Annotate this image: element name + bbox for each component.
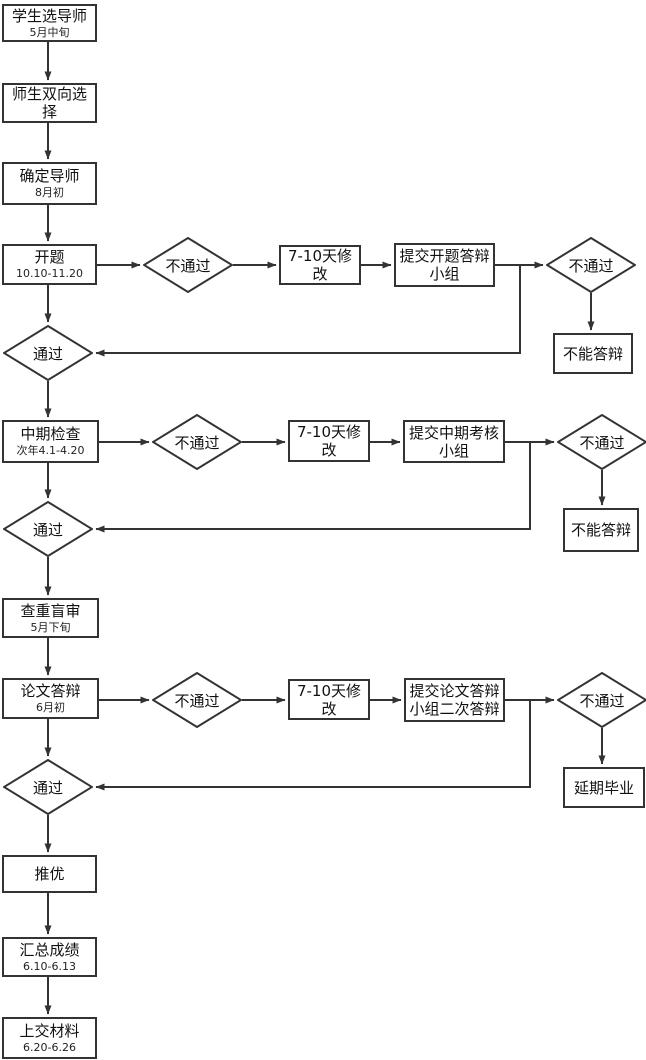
step-thesis-defense: 论文答辩 6月初 [2,678,99,719]
step-midterm-no-defense: 不能答辩 [563,508,639,552]
step-date: 6.20-6.26 [23,1040,76,1054]
step-confirm-advisor: 确定导师 8月初 [2,162,97,205]
step-date: 5月下旬 [30,620,71,634]
step-label: 7-10天修改 [287,247,353,283]
decision-label: 不通过 [165,256,211,275]
decision-proposal-pass: 通过 [3,325,93,381]
step-recommend-excellent: 推优 [2,855,97,893]
step-label: 汇总成绩 [19,940,80,959]
decision-proposal-group-not-pass: 不通过 [546,237,636,293]
step-label: 师生双向选择 [11,85,87,121]
step-label: 7-10天修改 [296,423,362,459]
step-summary-grades: 汇总成绩 6.10-6.13 [2,937,97,977]
step-label: 开题 [34,248,65,267]
diamond-shape [3,759,93,815]
step-midterm-revise: 7-10天修改 [288,420,370,462]
step-date: 6月初 [36,701,65,715]
step-label: 学生选导师 [11,6,87,25]
step-mutual-selection: 师生双向选择 [2,83,97,123]
step-label: 中期检查 [20,425,81,444]
step-date: 次年4.1-4.20 [16,444,85,458]
step-label: 确定导师 [19,167,80,186]
diamond-shape [3,501,93,557]
diamond-shape [3,325,93,381]
step-proposal-defense-group: 提交开题答辩小组 [394,243,495,287]
step-label: 7-10天修改 [296,681,362,718]
decision-defense-group-not-pass: 不通过 [557,672,646,728]
diamond-shape [557,414,646,470]
decision-label: 不通过 [579,433,625,452]
step-date: 10.10-11.20 [16,267,83,281]
step-date: 6.10-6.13 [23,959,76,973]
step-proposal-revise: 7-10天修改 [279,245,361,285]
decision-label: 通过 [32,778,63,797]
step-label: 提交中期考核小组 [408,423,499,460]
decision-defense-pass: 通过 [3,759,93,815]
decision-proposal-not-pass: 不通过 [143,237,233,293]
step-midterm-assessment-group: 提交中期考核小组 [403,420,505,463]
step-delayed-graduation: 延期毕业 [563,767,645,808]
decision-label: 不通过 [174,691,220,710]
decision-midterm-not-pass: 不通过 [152,414,242,470]
step-label: 不能答辩 [570,521,631,539]
decision-label: 不通过 [579,691,625,710]
decision-label: 不通过 [568,256,614,275]
step-label: 延期毕业 [573,778,634,797]
step-submit-materials: 上交材料 6.20-6.26 [2,1017,97,1059]
decision-label: 通过 [32,344,63,363]
step-label: 论文答辩 [20,682,81,701]
step-select-advisor: 学生选导师 5月中旬 [2,4,97,42]
step-plagiarism-blind-review: 查重盲审 5月下旬 [2,598,99,638]
diamond-shape [546,237,636,293]
step-label: 推优 [34,865,65,883]
decision-midterm-group-not-pass: 不通过 [557,414,646,470]
decision-label: 通过 [32,520,63,539]
decision-defense-not-pass: 不通过 [152,672,242,728]
diamond-shape [557,672,646,728]
decision-label: 不通过 [174,433,220,452]
step-midterm-check: 中期检查 次年4.1-4.20 [2,420,99,463]
step-label: 查重盲审 [20,601,81,620]
step-label: 提交开题答辩小组 [399,247,490,283]
step-label: 不能答辩 [562,344,623,363]
step-proposal-no-defense: 不能答辩 [553,333,633,374]
step-proposal: 开题 10.10-11.20 [2,244,97,285]
decision-midterm-pass: 通过 [3,501,93,557]
step-defense-second-group: 提交论文答辩小组二次答辩 [404,678,505,722]
step-label: 提交论文答辩小组二次答辩 [409,682,500,718]
step-date: 5月中旬 [29,25,70,39]
step-date: 8月初 [35,186,64,200]
step-defense-revise: 7-10天修改 [288,679,370,720]
step-label: 上交材料 [19,1021,80,1040]
